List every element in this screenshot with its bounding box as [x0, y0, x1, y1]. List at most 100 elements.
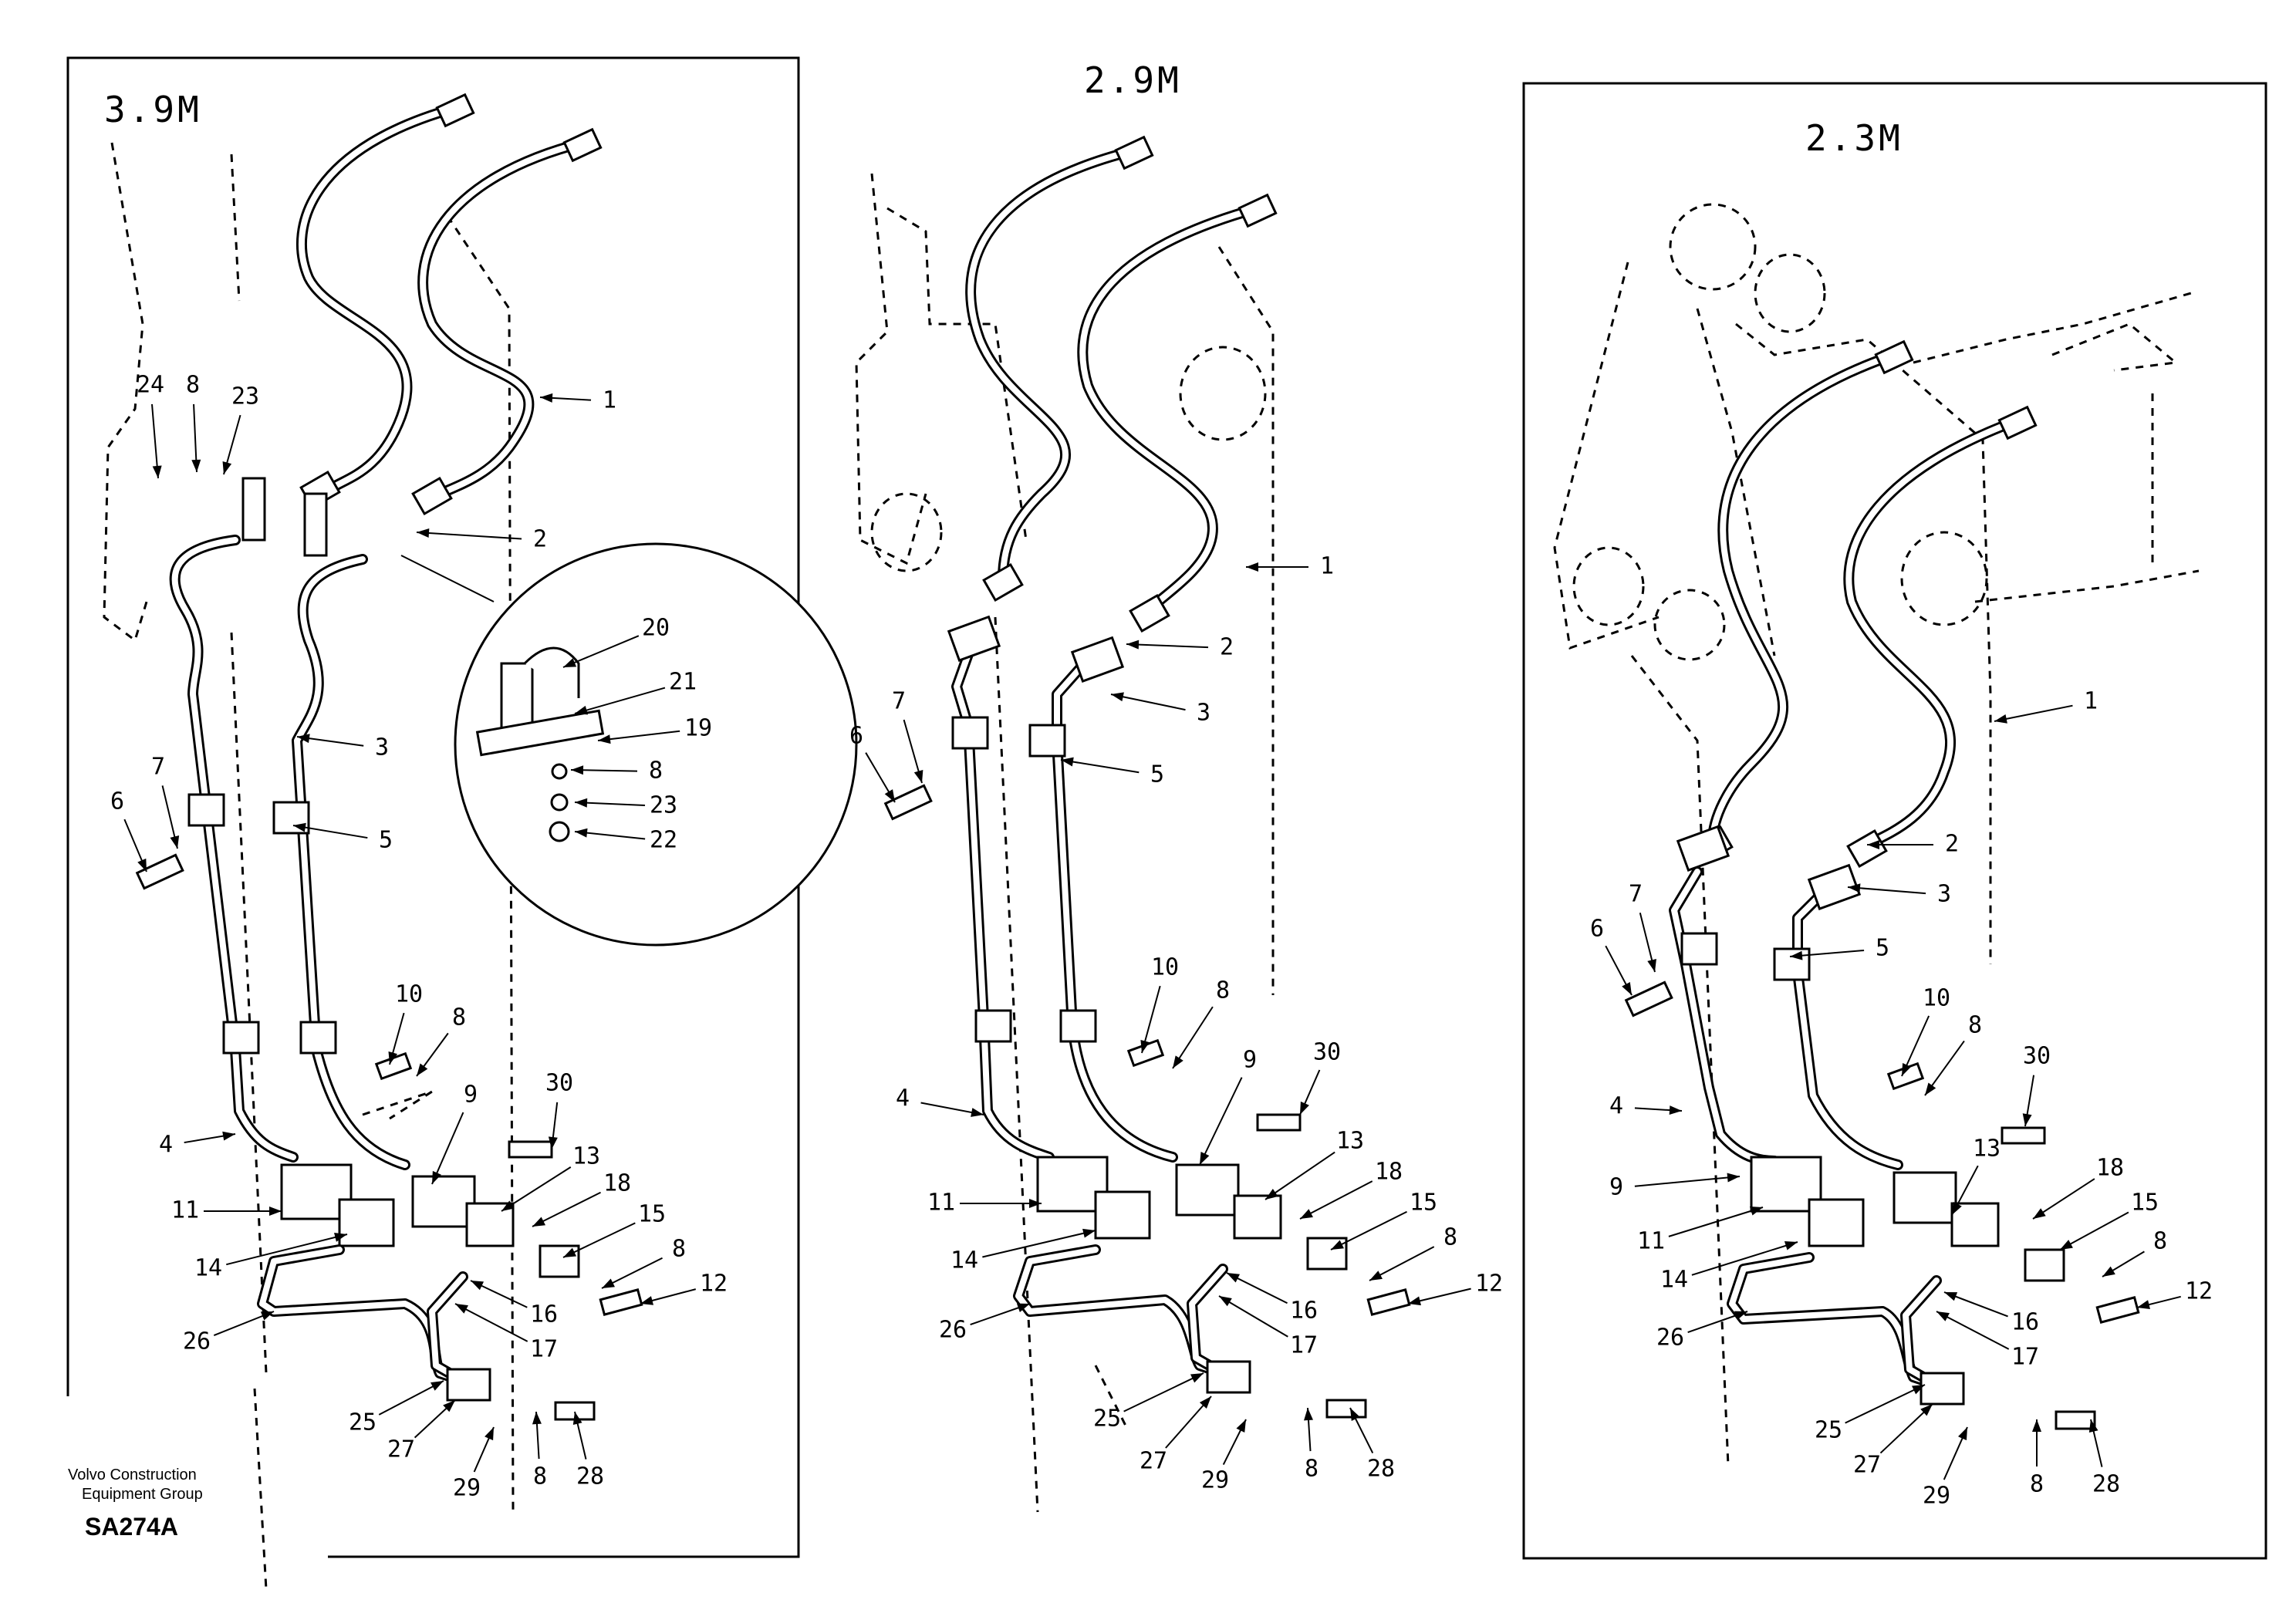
callout-number: 14 [1660, 1267, 1688, 1294]
callout-number: 25 [349, 1409, 376, 1436]
callout-number: 16 [1290, 1298, 1318, 1325]
callout-8: 8 [1924, 1012, 1982, 1096]
callout-21: 21 [574, 669, 697, 715]
leader-arrowhead [1029, 1199, 1042, 1208]
panel-frame-3-9m [66, 56, 800, 1558]
callout-number: 26 [939, 1317, 967, 1344]
leader-arrowhead [1246, 562, 1258, 572]
callout-number: 8 [1216, 977, 1230, 1004]
leader-arrowhead [417, 1063, 428, 1076]
leader-arrowhead [1784, 1241, 1798, 1250]
leader-arrowhead [598, 734, 611, 744]
callout-number: 14 [950, 1247, 978, 1274]
callout-number: 29 [1923, 1483, 1950, 1510]
callout-number: 21 [669, 669, 697, 696]
leader-arrowhead [1331, 1240, 1344, 1250]
leader-arrowhead [1304, 1408, 1313, 1421]
callout-22: 22 [574, 827, 677, 854]
leader-arrowhead [532, 1217, 545, 1227]
leader-arrowhead [563, 1247, 577, 1257]
callout-number: 8 [2030, 1471, 2044, 1498]
callout-23: 23 [574, 792, 677, 819]
callout-15: 15 [2059, 1190, 2159, 1250]
leader-line [1936, 1311, 2010, 1350]
callout-number: 20 [642, 615, 670, 642]
leader-arrowhead [1867, 840, 1879, 849]
callout-number: 27 [1853, 1452, 1881, 1479]
callout-number: 4 [159, 1132, 173, 1159]
callout-13: 13 [1951, 1136, 2001, 1216]
callout-number: 9 [1609, 1174, 1623, 1201]
callout-27: 27 [1140, 1396, 1212, 1475]
leader-line [1110, 694, 1186, 711]
callout-number: 5 [1150, 761, 1164, 788]
leader-arrowhead [1902, 1062, 1912, 1076]
leader-arrowhead [1219, 1296, 1232, 1307]
callout-number: 13 [1973, 1136, 2001, 1163]
callout-number: 15 [1410, 1190, 1437, 1217]
callout-26: 26 [939, 1303, 1031, 1344]
leader-arrowhead [571, 765, 584, 775]
leader-arrowhead [2032, 1419, 2041, 1432]
leader-line [416, 532, 522, 540]
callout-number: 27 [1140, 1448, 1167, 1475]
leader-arrowhead [1925, 1082, 1936, 1095]
leader-arrowhead [1016, 1303, 1030, 1312]
callout-2: 2 [1867, 831, 1959, 858]
panel-drawing-2-9m [855, 135, 1411, 1513]
leader-line [1330, 1210, 1407, 1250]
leader-arrowhead [501, 1200, 515, 1211]
callout-18: 18 [1299, 1159, 1403, 1220]
callout-number: 23 [650, 792, 677, 819]
leader-line [454, 1303, 528, 1342]
leader-arrowhead [1061, 757, 1074, 767]
leader-line [1668, 1207, 1764, 1237]
leader-line [1847, 886, 1926, 895]
leader-arrowhead [1300, 1101, 1309, 1115]
callout-29: 29 [1923, 1426, 1968, 1510]
callout-4: 4 [159, 1132, 236, 1159]
leader-arrowhead [2022, 1113, 2032, 1126]
callout-number: 2 [1945, 831, 1959, 858]
callout-number: 4 [896, 1085, 910, 1112]
leader-arrowhead [1669, 1105, 1682, 1115]
leader-line [1691, 1241, 1798, 1276]
callout-number: 18 [603, 1170, 631, 1197]
callout-24: 24 [137, 372, 164, 479]
leader-arrowhead [1140, 1039, 1150, 1053]
leader-arrowhead [443, 1400, 455, 1412]
brand-line-2: Equipment Group [82, 1486, 203, 1503]
leader-line [431, 1112, 464, 1185]
leader-line [1060, 759, 1140, 774]
callout-3: 3 [1847, 881, 1951, 908]
callout-7: 7 [1629, 881, 1656, 973]
leader-arrowhead [1408, 1296, 1421, 1306]
callout-10: 10 [1901, 985, 1950, 1077]
leader-line [532, 1191, 601, 1227]
callout-number: 8 [672, 1236, 686, 1263]
leader-arrowhead [540, 393, 553, 403]
leader-arrowhead [260, 1311, 274, 1321]
leader-arrowhead [1350, 1408, 1360, 1421]
leader-arrowhead [532, 1412, 542, 1425]
leader-line [562, 635, 640, 668]
callout-number: 30 [545, 1070, 573, 1097]
leader-arrowhead [1265, 1189, 1278, 1200]
callout-number: 11 [171, 1197, 199, 1224]
leader-line [501, 1166, 572, 1212]
callout-15: 15 [1330, 1190, 1437, 1250]
callout-7: 7 [151, 754, 180, 849]
callout-number: 10 [395, 981, 423, 1008]
callout-17: 17 [454, 1303, 558, 1363]
callout-5: 5 [292, 822, 393, 854]
leader-line [1634, 1176, 1741, 1187]
leader-arrowhead [575, 828, 588, 838]
callout-number: 10 [1151, 954, 1179, 981]
callout-number: 4 [1609, 1093, 1623, 1120]
callout-26: 26 [1656, 1311, 1748, 1352]
leader-arrowhead [430, 1381, 444, 1391]
callout-number: 28 [2092, 1471, 2120, 1498]
callout-number: 25 [1093, 1406, 1121, 1433]
callout-2: 2 [1126, 634, 1234, 661]
